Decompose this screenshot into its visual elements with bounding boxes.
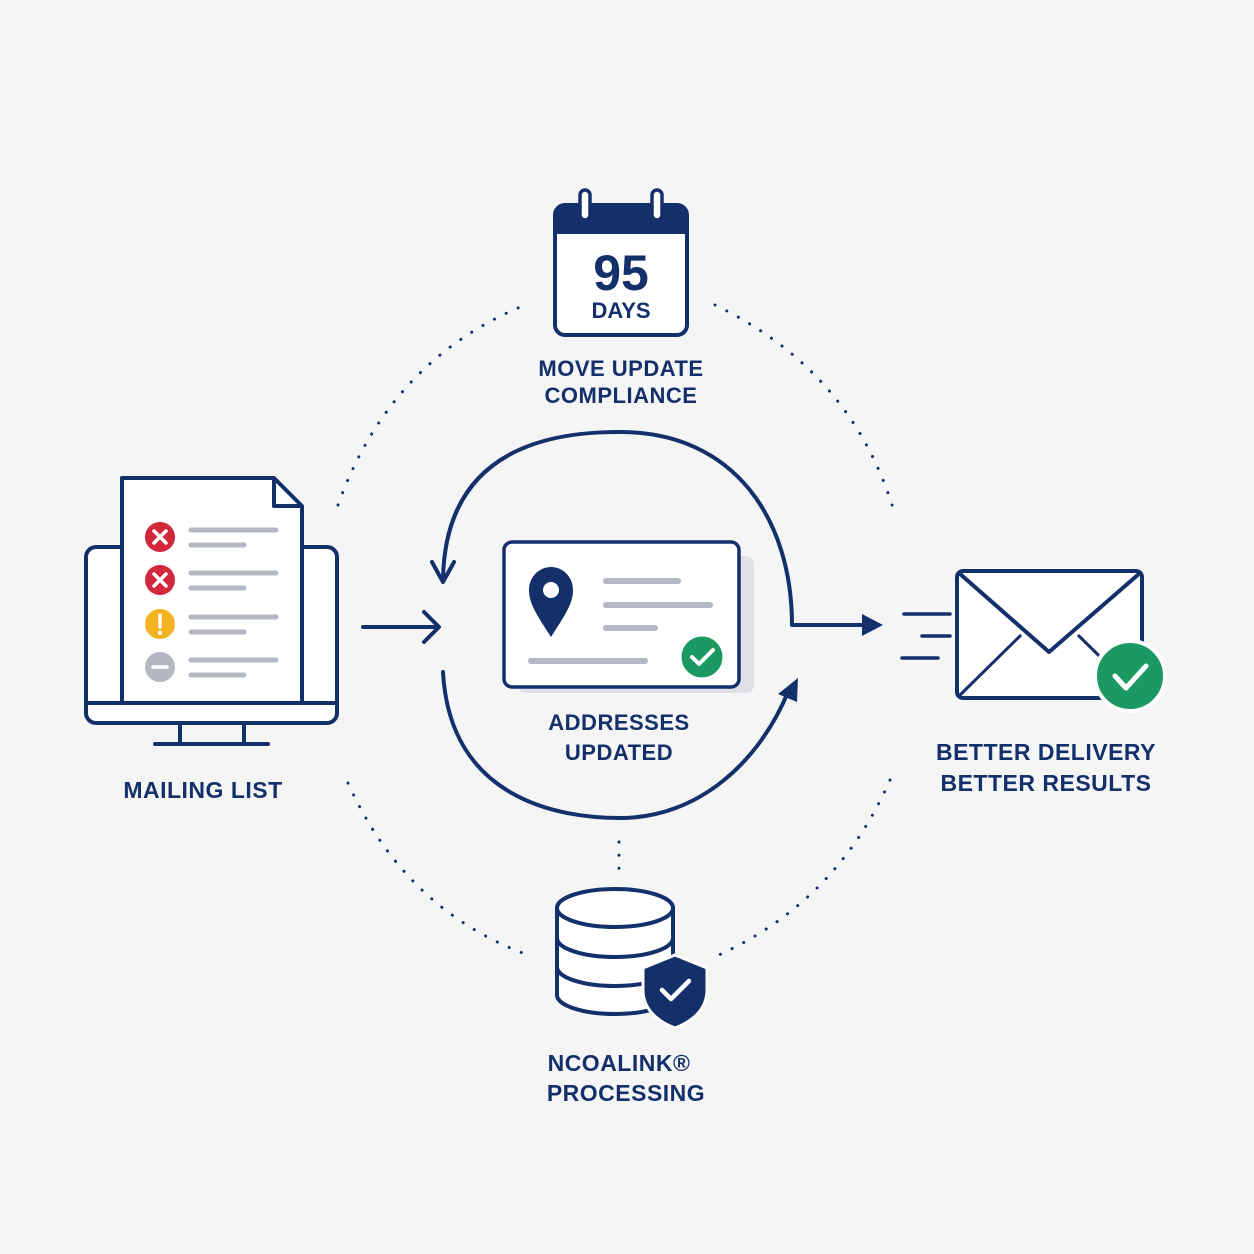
list-row-lines	[188, 657, 279, 678]
list-row-lines	[188, 527, 279, 548]
addresses-label-line2: UPDATED	[565, 740, 673, 765]
cycle-ring	[430, 430, 868, 820]
cycle-arc-lower	[441, 670, 790, 820]
compliance-days-number: 95	[593, 245, 649, 301]
delivery-label-line2: BETTER RESULTS	[940, 770, 1151, 796]
mailing-list-label: MAILING LIST	[123, 777, 282, 803]
shield-check-icon	[641, 953, 709, 1030]
dotted-arc-bottom-right	[710, 778, 892, 960]
delivery-label-line1: BETTER DELIVERY	[936, 739, 1156, 765]
arrow-list-to-cycle	[361, 610, 441, 644]
dotted-arc-top-right	[713, 303, 895, 510]
dotted-arc-bottom-left	[346, 781, 530, 957]
dotted-arc-top-left	[336, 303, 527, 507]
check-icon	[1093, 639, 1167, 713]
processing-label-line2: PROCESSING	[547, 1080, 705, 1106]
database-icon	[555, 887, 675, 1016]
computer-document-icon	[84, 476, 339, 746]
error-icon	[145, 565, 175, 595]
address-card-icon	[502, 540, 754, 693]
processing-label-line1: NCOALINK®	[548, 1050, 691, 1076]
check-icon	[678, 633, 726, 681]
cycle-arrowhead-right	[862, 614, 883, 636]
dotted-ring	[336, 303, 895, 960]
calendar-icon: 95 DAYS	[553, 188, 689, 337]
cycle-arrowhead-bottom	[778, 678, 798, 702]
warning-icon	[145, 609, 175, 639]
neutral-icon	[145, 652, 175, 682]
speed-lines	[900, 612, 952, 660]
addresses-label-line1: ADDRESSES	[548, 710, 689, 735]
compliance-label-line1: MOVE UPDATE	[538, 356, 703, 381]
compliance-label-line2: COMPLIANCE	[545, 383, 698, 408]
envelope-check-icon	[900, 569, 1167, 713]
list-row-lines	[188, 614, 279, 635]
database-shield-icon	[555, 887, 709, 1030]
card-text-lines	[528, 578, 713, 664]
location-pin-icon	[529, 567, 573, 637]
error-icon	[145, 522, 175, 552]
list-row-lines	[188, 570, 279, 591]
cycle-arc-upper	[441, 430, 868, 627]
compliance-days-unit: DAYS	[591, 298, 650, 323]
cycle-arrowhead-in	[430, 560, 456, 584]
